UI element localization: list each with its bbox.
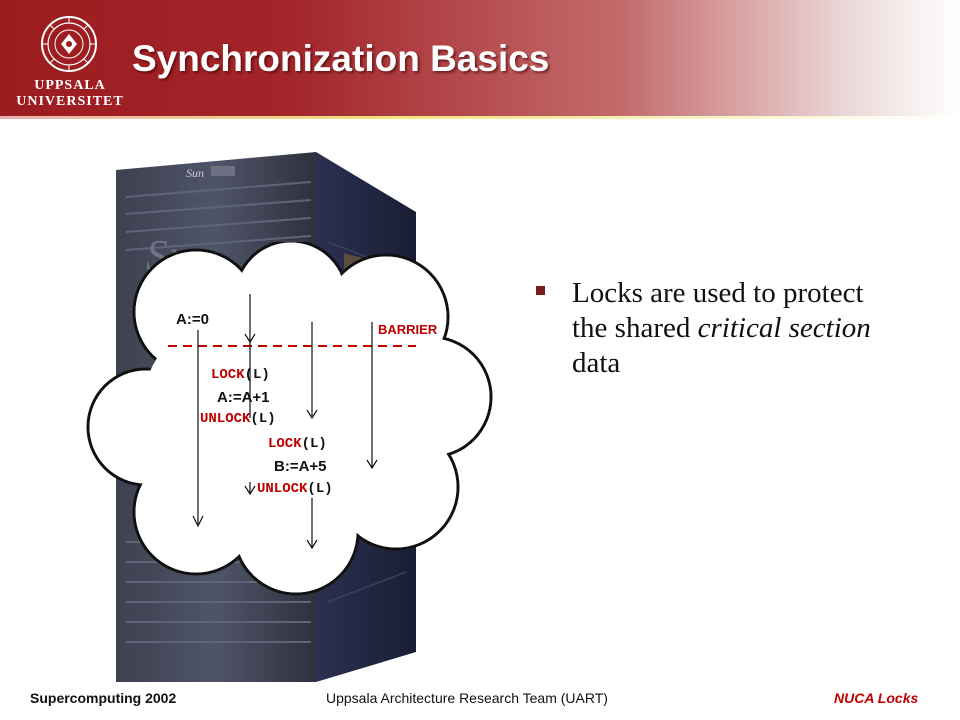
page-title: Synchronization Basics: [132, 38, 550, 79]
unlock-keyword: UNLOCK: [257, 481, 308, 497]
unlock-keyword: UNLOCK: [200, 411, 251, 427]
server-brand-small: Sun: [186, 166, 204, 180]
lock-keyword: LOCK: [211, 367, 245, 383]
thread2-unlock: UNLOCK(L): [257, 481, 333, 497]
init-statement: A:=0: [176, 311, 209, 328]
lock-arg: (L): [244, 367, 270, 383]
thread2-lock: LOCK(L): [268, 436, 327, 452]
bullet-item: Locks are used to protect the shared cri…: [572, 276, 902, 381]
bullet-text-end: data: [572, 347, 621, 379]
lock-arg: (L): [301, 436, 327, 452]
unlock-arg: (L): [307, 481, 333, 497]
bullet-square-icon: [536, 286, 545, 295]
header-banner: [0, 0, 960, 118]
header-rule: [0, 116, 960, 119]
barrier-label: BARRIER: [378, 322, 438, 337]
footer-topic: NUCA Locks: [834, 690, 919, 706]
logo-line-uppsala: UPPSALA: [34, 78, 106, 93]
footer-team: Uppsala Architecture Research Team (UART…: [326, 690, 608, 706]
bullet-text-main: Locks are used to protect the shared: [572, 277, 864, 344]
thread1-unlock: UNLOCK(L): [200, 411, 276, 427]
thread1-statement: A:=A+1: [217, 389, 270, 406]
bullet-text-italic: critical section: [697, 312, 871, 344]
university-seal-icon: [41, 16, 97, 72]
lock-keyword: LOCK: [268, 436, 302, 452]
unlock-arg: (L): [250, 411, 276, 427]
thread2-statement: B:=A+5: [274, 458, 327, 475]
thought-cloud: [86, 242, 493, 596]
logo-line-universitet: UNIVERSITET: [16, 94, 124, 109]
thread1-lock: LOCK(L): [211, 367, 270, 383]
footer-conference: Supercomputing 2002: [30, 690, 177, 706]
